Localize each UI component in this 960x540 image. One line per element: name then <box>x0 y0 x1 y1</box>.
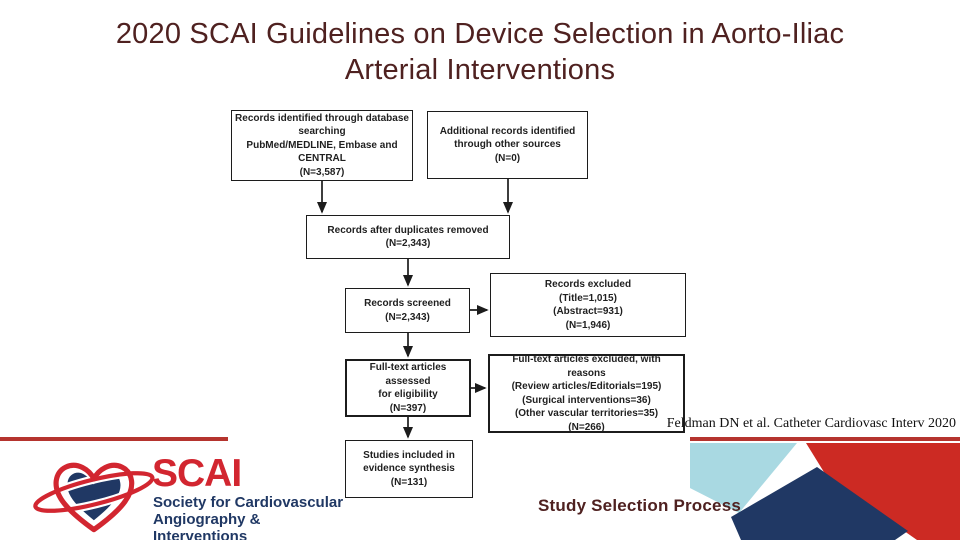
flow-text: Studies included in <box>363 449 455 461</box>
flow-text: Records after duplicates removed <box>327 224 489 236</box>
scai-name-line2: Angiography & Interventions <box>153 511 261 540</box>
flow-text: through other sources <box>454 139 561 151</box>
slide-caption: Study Selection Process <box>538 496 742 515</box>
flow-text: (Abstract=931) <box>553 306 623 317</box>
scai-name: Society for Cardiovascular Angiography &… <box>153 494 358 540</box>
flow-text: (N=131) <box>390 476 428 488</box>
flow-text: (N=3,587) <box>299 166 345 178</box>
flow-text: Records screened <box>364 298 451 309</box>
flow-text: for eligibility <box>378 389 438 400</box>
slide-title: 2020 SCAI Guidelines on Device Selection… <box>0 16 960 88</box>
citation-text: Feldman DN et al. Catheter Cardiovasc In… <box>666 416 956 431</box>
flow-box-fulltext-excluded: Full-text articles excluded, with reason… <box>488 354 685 433</box>
flow-box-fulltext-assessed: Full-text articles assessed for eligibil… <box>345 359 471 417</box>
flow-text: Full-text articles assessed <box>369 362 447 387</box>
slide-title-line2: Arterial Interventions <box>344 54 616 86</box>
flow-text: evidence synthesis <box>363 463 455 475</box>
flow-text: PubMed/MEDLINE, Embase and <box>246 139 398 151</box>
flow-text: Records identified through database <box>235 112 409 124</box>
flow-box-records-identified: Records identified through database sear… <box>231 110 413 181</box>
flow-text: (Surgical interventions=36) <box>522 394 651 406</box>
scai-heart-icon <box>31 462 156 533</box>
flow-text: (Title=1,015) <box>559 292 617 304</box>
decor-navy-square <box>731 467 908 540</box>
flow-text: (Review articles/Editorials=195) <box>511 381 662 392</box>
flow-box-records-excluded: Records excluded (Title=1,015) (Abstract… <box>490 273 686 337</box>
flow-text: Additional records identified <box>439 125 576 137</box>
flow-text: (Other vascular territories=35) <box>514 408 659 419</box>
flow-box-additional-records: Additional records identified through ot… <box>427 111 588 179</box>
slide-title-line1: 2020 SCAI Guidelines on Device Selection… <box>115 18 845 50</box>
decor-lightblue-parallelogram <box>686 443 797 513</box>
decor-red-triangle <box>806 443 960 540</box>
scai-logo: SCAI Society for Cardiovascular Angiogra… <box>28 446 358 540</box>
scai-name-line1: Society for Cardiovascular <box>153 494 344 511</box>
scai-acronym: SCAI <box>152 452 242 495</box>
flow-text: (N=2,343) <box>385 238 431 249</box>
flow-box-duplicates-removed: Records after duplicates removed (N=2,34… <box>306 215 510 259</box>
flow-box-records-screened: Records screened (N=2,343) <box>345 288 470 333</box>
flow-text: Records excluded <box>544 279 632 290</box>
flow-diagram: Records identified through database sear… <box>228 103 690 505</box>
flow-text: (N=266) <box>568 421 605 433</box>
flow-text: (N=1,946) <box>565 319 611 331</box>
flow-text: Full-text articles excluded, with reason… <box>512 354 661 379</box>
flow-text: (N=2,343) <box>385 311 430 323</box>
corner-decoration <box>686 443 960 540</box>
flow-text: searching <box>298 126 346 138</box>
flow-text: (N=0) <box>494 152 521 164</box>
flow-text: CENTRAL <box>298 153 346 165</box>
flow-text: (N=397) <box>389 402 427 414</box>
flow-box-studies-included: Studies included in evidence synthesis (… <box>345 440 473 498</box>
